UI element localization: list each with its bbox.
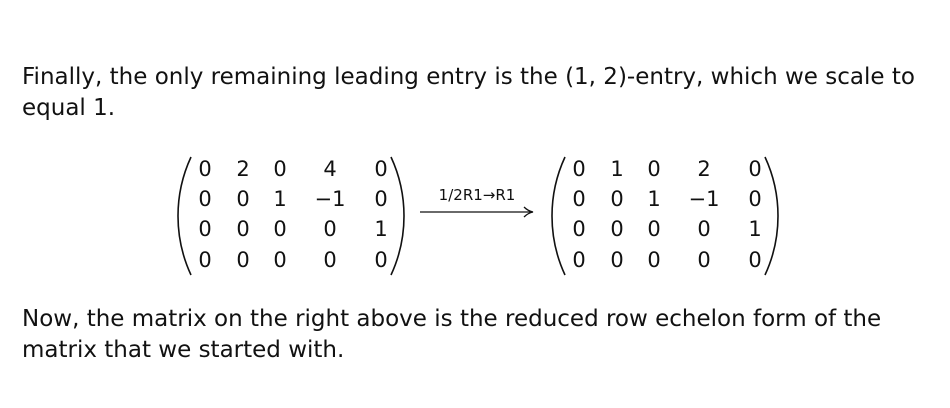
matrix-entry: 2	[697, 157, 711, 181]
matrix-entry: 0	[572, 248, 586, 272]
matrix-entry: 4	[323, 157, 337, 181]
entry-position-math: (1, 2)	[565, 64, 627, 90]
right-arrow-icon	[420, 206, 534, 218]
matrix-entry: 1	[647, 187, 661, 211]
matrix-entry: 0	[323, 217, 337, 241]
matrix-entry: 0	[748, 248, 762, 272]
left-paren-icon	[550, 155, 568, 277]
matrix-entry: 2	[236, 157, 250, 181]
matrix-entry: 0	[610, 248, 624, 272]
matrix-entry: 0	[748, 187, 762, 211]
matrix-entry: 0	[198, 187, 212, 211]
right-paren-icon	[762, 155, 780, 277]
matrix-entry: 0	[572, 187, 586, 211]
row-operation-arrow: 1/2R1→R1	[418, 186, 536, 226]
matrix-entry: 0	[236, 248, 250, 272]
matrix-entry: 0	[572, 217, 586, 241]
intro-text-end: -entry, which we scale to equal 1.	[22, 64, 915, 121]
matrix-entry: 1	[273, 187, 287, 211]
matrix-entry: 0	[273, 157, 287, 181]
matrix-entry: 0	[236, 187, 250, 211]
matrix-entry: −1	[688, 187, 720, 211]
matrix-entry: 0	[610, 217, 624, 241]
matrix-entry: 1	[610, 157, 624, 181]
conclusion-paragraph: Now, the matrix on the right above is th…	[22, 306, 882, 363]
matrix-entry: 0	[323, 248, 337, 272]
matrix-entry: 1	[748, 217, 762, 241]
right-paren-icon	[388, 155, 406, 277]
matrix-entry: 0	[697, 248, 711, 272]
matrix-entry: 0	[273, 248, 287, 272]
matrix-entry: 0	[236, 217, 250, 241]
matrix-entry: 0	[647, 157, 661, 181]
matrix-entry: 0	[610, 187, 624, 211]
matrix-entry: 0	[198, 248, 212, 272]
matrix-entry: 1	[374, 217, 388, 241]
matrix-entry: 0	[748, 157, 762, 181]
matrix-entry: 0	[572, 157, 586, 181]
matrix-entry: 0	[273, 217, 287, 241]
left-paren-icon	[176, 155, 194, 277]
matrix-entry: 0	[697, 217, 711, 241]
row-operation-label: 1/2R1→R1	[438, 186, 516, 204]
matrix-entry: 0	[647, 248, 661, 272]
matrix-entry: −1	[314, 187, 346, 211]
matrix-entry: 0	[647, 217, 661, 241]
matrix-entry: 0	[374, 187, 388, 211]
matrix-entry: 0	[374, 248, 388, 272]
intro-text-start: Finally, the only remaining leading entr…	[22, 64, 566, 90]
matrix-entry: 0	[198, 217, 212, 241]
intro-paragraph: Finally, the only remaining leading entr…	[22, 62, 942, 124]
matrix-entry: 0	[374, 157, 388, 181]
matrix-entry: 0	[198, 157, 212, 181]
